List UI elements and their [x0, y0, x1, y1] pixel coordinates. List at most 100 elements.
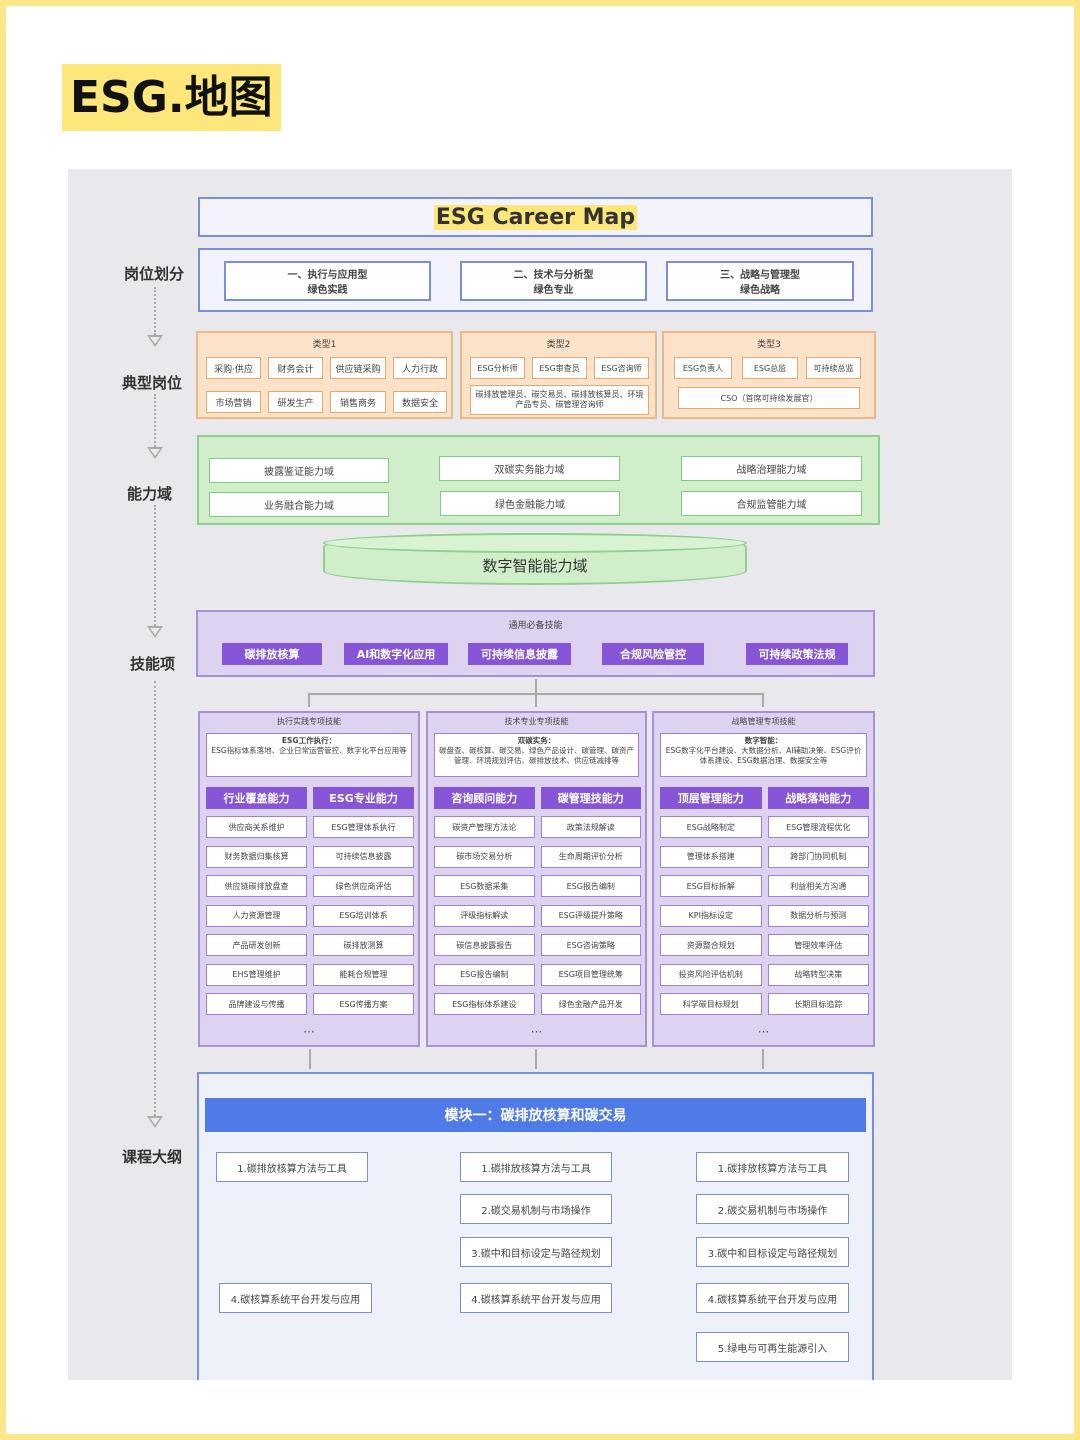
- type1-item: 研发生产: [268, 391, 323, 413]
- row-label-course: 课程大纲: [122, 1148, 183, 1166]
- type1-item: 市场营销: [206, 391, 261, 413]
- skill-item: ESG评级提升策略: [540, 904, 641, 927]
- skill-item: 管理效率评估: [767, 934, 869, 956]
- competency-domain: 合规监管能力域: [681, 491, 862, 516]
- skill-item: ESG报告编制: [434, 963, 535, 986]
- skill-column-title: 技术专业专项技能: [504, 717, 569, 726]
- course-item: 3.碳中和目标设定与路径规划: [460, 1237, 612, 1267]
- skill-item: 投资风险评估机制: [660, 963, 762, 986]
- competency-domain: 双碳实务能力域: [439, 456, 620, 481]
- branch-line-mid: [535, 693, 537, 707]
- skill-ai-digital: AI和数字化应用: [344, 643, 448, 665]
- category-technical-sub: 绿色专业: [533, 285, 574, 296]
- skill-description-text: 碳盘查、碳核算、碳交易、绿色产品设计、碳管理、碳资产管理、环境规划评估、碳排放技…: [439, 746, 634, 765]
- skill-item: 评级指标解读: [434, 904, 535, 927]
- skill-item: 战略转型决策: [767, 963, 869, 986]
- skill-description-title: ESG工作执行：: [281, 736, 337, 745]
- skill-item: 科学碳目标规划: [660, 993, 762, 1015]
- course-item: 2.碳交易机制与市场操作: [460, 1194, 612, 1224]
- skill-item: 碳排放测算: [313, 934, 414, 956]
- skill-column-head: 咨询顾问能力: [434, 787, 535, 809]
- row-label-skills: 技能项: [130, 655, 176, 673]
- skill-column-ellipsis: ···: [303, 1025, 315, 1039]
- skill-carbon-accounting: 碳排放核算: [222, 643, 322, 665]
- skill-compliance-risk: 合规风险管控: [602, 643, 704, 665]
- course-connector-left: [309, 1049, 311, 1069]
- page-title: ESG.地图: [62, 64, 281, 131]
- branch-line-left: [308, 693, 310, 707]
- left-arrow-2: [154, 394, 156, 447]
- skill-item: 供应链碳排放盘查: [206, 875, 307, 897]
- skill-column-head: 行业覆盖能力: [206, 787, 307, 809]
- skill-column-title: 执行实践专项技能: [277, 717, 341, 726]
- skill-description-text: ESG数字化平台建设、大数据分析、AI辅助决策、ESG评价体系建设、ESG数据治…: [665, 746, 862, 765]
- type3-item: 可持续总监: [806, 357, 861, 379]
- category-strategic: 三、战略与管理型 绿色战略: [666, 261, 854, 301]
- skill-column-ellipsis: ···: [530, 1025, 543, 1039]
- skill-column-head: 顶层管理能力: [660, 787, 762, 809]
- type1-item: 人力行政: [393, 357, 447, 379]
- skill-column-description: ESG工作执行：ESG指标体系落地、企业日常运营管控、数字化平台应用等: [206, 733, 412, 777]
- skill-column-head: 碳管理技能力: [540, 787, 641, 809]
- course-item: 1.碳排放核算方法与工具: [696, 1152, 849, 1182]
- skill-item: ESG战略制定: [660, 816, 762, 838]
- typical-type2-panel: 类型2 ESG分析师 ESG审查员 ESG咨询师 碳排放管理员、碳交易员、碳排放…: [460, 331, 657, 419]
- skill-column-strategic: 战略管理专项技能数字智能：ESG数字化平台建设、大数据分析、AI辅助决策、ESG…: [652, 711, 875, 1047]
- competency-domain: 绿色金融能力域: [440, 491, 620, 516]
- category-execution: 一、执行与应用型 绿色实践: [224, 261, 431, 301]
- skill-disclosure: 可持续信息披露: [468, 643, 571, 665]
- skill-item: 碳信息披露报告: [434, 934, 535, 956]
- type1-title: 类型1: [312, 340, 337, 350]
- skill-item: 长期目标追踪: [767, 993, 869, 1015]
- skill-item: 碳资产管理方法论: [434, 816, 535, 838]
- map-title-bar: ESG Career Map: [198, 197, 873, 237]
- typical-type3-panel: 类型3 ESG负责人 ESG总监 可持续总监 CSO（首席可持续发展官）: [662, 331, 876, 419]
- type2-item: ESG咨询师: [594, 357, 649, 379]
- course-connector-mid: [535, 1049, 537, 1069]
- skill-item: 利益相关方沟通: [767, 875, 869, 897]
- course-item: 1.碳排放核算方法与工具: [216, 1152, 368, 1182]
- skill-item: 品牌建设与传播: [206, 993, 307, 1015]
- type1-item: 财务会计: [268, 357, 323, 379]
- skill-column-title: 战略管理专项技能: [731, 717, 796, 726]
- left-arrow-4: [154, 681, 156, 1116]
- category-technical-label: 二、技术与分析型: [513, 270, 594, 281]
- skill-item: ESG报告编制: [540, 875, 641, 897]
- course-item: 1.碳排放核算方法与工具: [460, 1152, 612, 1182]
- type1-item: 数据安全: [393, 391, 447, 413]
- skill-item: 人力资源管理: [206, 904, 307, 927]
- skill-item: ESG传播方案: [313, 993, 414, 1015]
- type3-item: ESG负责人: [674, 357, 732, 379]
- skill-item: 跨部门协同机制: [767, 845, 869, 868]
- skill-column-execution: 执行实践专项技能 ESG工作执行：ESG指标体系落地、企业日常运营管控、数字化平台…: [198, 711, 420, 1047]
- skill-item: 产品研发创新: [206, 934, 307, 956]
- type1-item: 供应链采购: [330, 357, 386, 379]
- skill-column-ellipsis: ···: [757, 1025, 770, 1039]
- type1-item: 采购·供应: [206, 357, 261, 379]
- skill-item: 资源整合规划: [660, 934, 762, 956]
- skill-item: 政策法规解读: [540, 816, 641, 838]
- skill-item: ESG咨询策略: [540, 934, 641, 956]
- skill-item: 可持续信息披露: [313, 845, 414, 868]
- branch-line-right: [762, 693, 764, 707]
- skill-description-title: 双碳实务：: [517, 736, 556, 745]
- skill-column-technical: 技术专业专项技能双碳实务：碳盘查、碳核算、碳交易、绿色产品设计、碳管理、碳资产管…: [426, 711, 647, 1047]
- skill-item: 管理体系搭建: [660, 845, 762, 868]
- type3-title: 类型3: [757, 340, 781, 350]
- skill-item: 生命周期评价分析: [540, 845, 641, 868]
- skill-item: 绿色金融产品开发: [540, 993, 641, 1015]
- course-item: 4.碳核算系统平台开发与应用: [219, 1283, 372, 1313]
- skill-description-text: ESG指标体系落地、企业日常运营管控、数字化平台应用等: [211, 746, 407, 755]
- digital-domain-label: 数字智能能力域: [482, 556, 588, 575]
- row-label-positions: 岗位划分: [124, 265, 185, 283]
- course-item: 3.碳中和目标设定与路径规划: [696, 1237, 849, 1267]
- course-module-bar: 模块一：碳排放核算和碳交易: [205, 1098, 866, 1132]
- skill-item: 供应商关系维护: [206, 816, 307, 838]
- esg-career-map-diagram: ESG Career Map 岗位划分 典型岗位 能力域 技能项 课程大纲 一、…: [68, 169, 1012, 1380]
- row-label-competency: 能力域: [127, 485, 173, 503]
- category-technical: 二、技术与分析型 绿色专业: [460, 261, 647, 301]
- skill-item: 碳市场交易分析: [434, 845, 535, 868]
- skill-item: 财务数据归集核算: [206, 845, 307, 868]
- skill-item: KPI指标设定: [660, 904, 762, 927]
- competency-domain: 业务融合能力域: [209, 492, 389, 517]
